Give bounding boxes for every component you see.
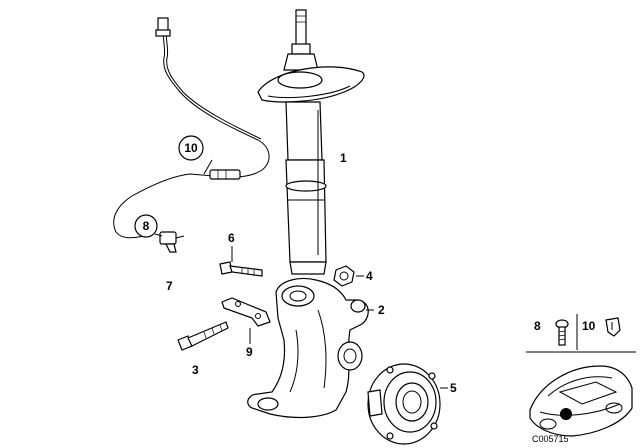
callout-ring-10 (178, 135, 204, 161)
callout-2: 2 (378, 303, 385, 317)
callout-7: 7 (166, 279, 173, 293)
spring-strut (257, 9, 365, 275)
callout-1: 1 (340, 151, 347, 165)
callout-10: 10 (184, 141, 198, 155)
hex-bolt-lower (177, 321, 229, 351)
leader-lines (154, 159, 448, 389)
callout-6: 6 (228, 231, 235, 245)
legend-clip-icon (605, 317, 621, 337)
wheel-speed-sensor (159, 231, 185, 253)
legend-screw-icon (555, 319, 569, 346)
callout-8: 8 (143, 219, 150, 233)
callout-4: 4 (366, 269, 373, 283)
legend-label-8: 8 (534, 319, 541, 333)
sensor-cable (113, 17, 270, 239)
hex-nut (333, 265, 355, 287)
sensor-bracket (221, 297, 271, 327)
wheel-hub (367, 363, 441, 445)
callout-ring-8 (134, 214, 158, 238)
legend-label-10: 10 (582, 319, 596, 333)
hex-bolt-upper (219, 261, 263, 277)
legend-box: 8 10 (526, 314, 636, 353)
callout-5: 5 (450, 381, 457, 395)
callout-3: 3 (192, 363, 199, 377)
steering-knuckle (247, 277, 369, 419)
callout-9: 9 (246, 345, 253, 359)
locator-dot (560, 408, 572, 420)
drawing-reference: C005715 (532, 434, 569, 444)
vehicle-locator (529, 365, 633, 437)
